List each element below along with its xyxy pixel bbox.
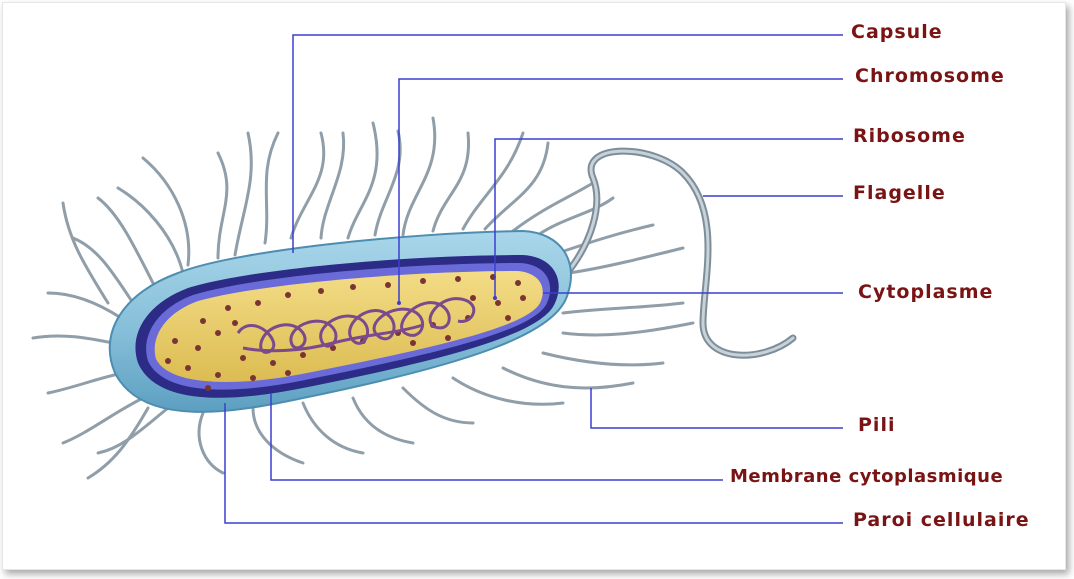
label-ribosome: Ribosome — [853, 125, 966, 147]
label-cell-wall: Paroi cellulaire — [853, 509, 1030, 531]
label-cytoplasm: Cytoplasme — [858, 281, 993, 303]
label-chromosome: Chromosome — [855, 65, 1005, 87]
label-flagellum: Flagelle — [853, 182, 946, 204]
label-membrane: Membrane cytoplasmique — [730, 466, 1003, 488]
label-capsule: Capsule — [851, 21, 943, 43]
label-pili: Pili — [858, 414, 895, 436]
